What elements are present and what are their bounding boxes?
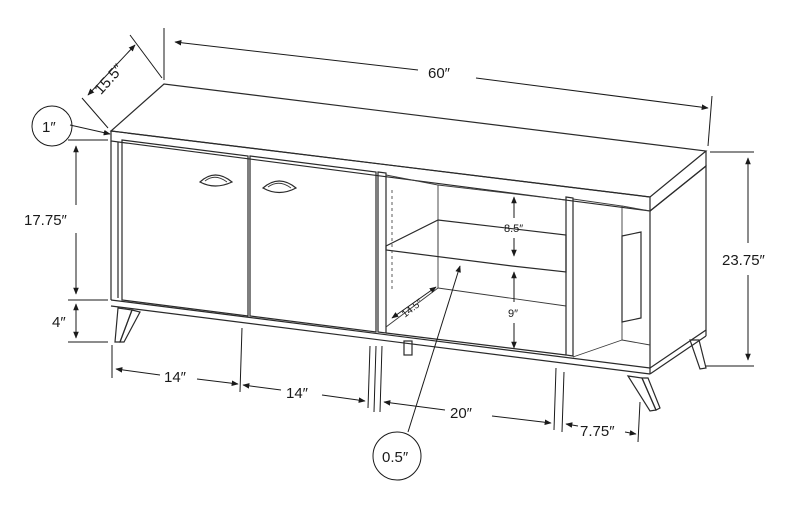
depth-label: 15.5″	[91, 61, 127, 99]
door-left-width-label: 14″	[164, 369, 187, 386]
right-door-handle-icon	[261, 180, 298, 194]
leg-height-label: 4″	[52, 314, 66, 331]
top-thickness-label: 1″	[42, 119, 56, 136]
left-cabinet-door	[121, 139, 249, 317]
center-divider	[377, 171, 387, 334]
tv-stand-drawing	[109, 83, 708, 412]
total-height-label: 23.75″	[722, 252, 766, 269]
side-shelf	[621, 231, 642, 323]
door-right-width-label: 14″	[286, 385, 309, 402]
width-label: 60″	[428, 65, 451, 82]
divider-thickness-callout	[372, 431, 422, 481]
tabletop-front-edge	[110, 130, 651, 212]
front-left-leg	[114, 307, 141, 343]
top-thickness-callout	[31, 105, 73, 147]
upper-shelf-height-label: 8.5″	[504, 223, 523, 235]
front-right-leg	[626, 375, 661, 412]
side-shelf-width-label: 7.75″	[580, 423, 615, 440]
dimension-lines	[68, 28, 754, 443]
side-divider	[565, 196, 574, 357]
lower-shelf-height-label: 9″	[508, 308, 518, 320]
divider-thickness-label: 0.5″	[382, 449, 409, 466]
back-right-leg	[689, 339, 707, 370]
middle-shelf	[385, 219, 567, 273]
open-section-width-label: 20″	[450, 405, 473, 422]
left-door-handle-icon	[198, 174, 234, 187]
back-center-leg	[403, 340, 413, 356]
right-side-panel	[649, 164, 707, 370]
cabinet-height-label: 17.75″	[24, 212, 68, 229]
right-cabinet-door	[249, 155, 377, 333]
